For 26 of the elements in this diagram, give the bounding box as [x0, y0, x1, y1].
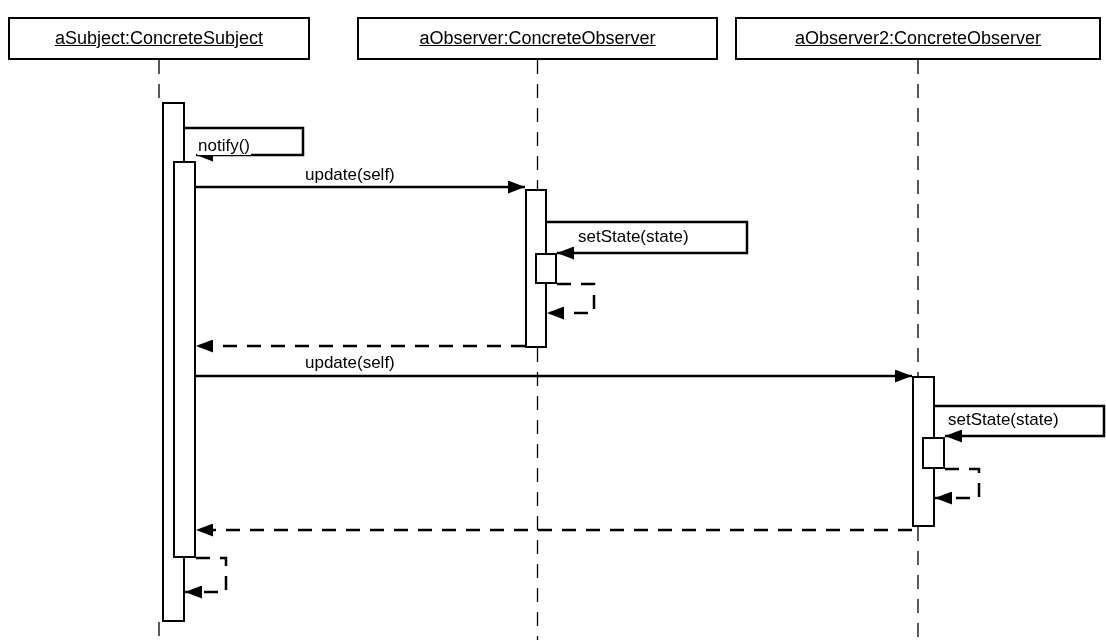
message-arrow [547, 220, 749, 260]
object-name: aObserver:ConcreteObserver [419, 28, 656, 49]
message-arrow [935, 404, 1106, 443]
message-arrow [196, 180, 525, 194]
return-arrow [185, 556, 228, 599]
object-name: aSubject:ConcreteSubject [54, 28, 264, 49]
message-label: setState(state) [947, 411, 1060, 429]
lifeline [917, 59, 919, 377]
activation-bar [922, 437, 945, 469]
return-arrow [935, 467, 981, 505]
lifeline-head-box [735, 17, 1101, 60]
object-name: aObserver2:ConcreteObserver [794, 28, 1042, 49]
return-arrow [196, 523, 912, 537]
message-label: update(self) [304, 354, 396, 372]
activation-bar [173, 161, 196, 558]
lifeline-head-box [8, 17, 310, 60]
message-arrow [196, 369, 912, 383]
activation-bar [535, 253, 557, 284]
return-arrow [196, 339, 525, 353]
message-label: update(self) [304, 166, 396, 184]
lifeline [536, 59, 539, 190]
message-label: setState(state) [577, 228, 690, 246]
lifeline-head-box [357, 17, 718, 60]
return-arrow [547, 282, 596, 320]
message-label: notify() [197, 137, 251, 155]
message-arrow [185, 126, 305, 162]
